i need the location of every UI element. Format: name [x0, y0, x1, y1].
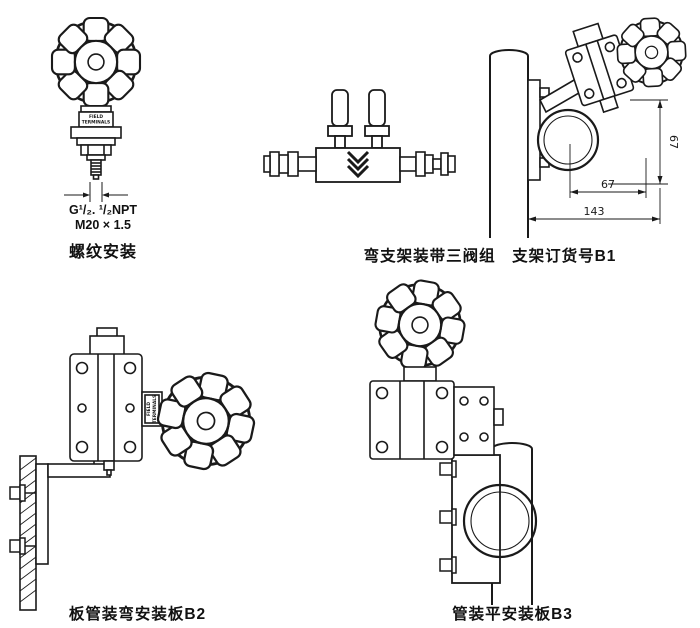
device-label-line1: FIELD — [146, 402, 152, 416]
bent-mounting-bracket — [35, 457, 111, 565]
device-label-line2: TERMINALS — [152, 395, 158, 423]
thread-spec-line2: M20 × 1.5 — [75, 218, 131, 232]
mounting-pipe — [489, 49, 529, 238]
thread-spec-line1: G¹/₂. ¹/₂NPT — [68, 203, 138, 217]
flat-mounting-plate — [451, 454, 538, 584]
figure-b3-flat-plate — [367, 272, 538, 605]
transmitter-housing-cap — [50, 16, 142, 108]
figure-b2-bent-plate: FIELD TERMINALS — [9, 327, 264, 611]
transmitter — [367, 272, 504, 460]
thread-dimension-arrows — [83, 192, 109, 198]
transmitter — [69, 327, 264, 479]
caption-b3-plate: 管装平安装板B3 — [452, 606, 573, 623]
device-label-line1: FIELD — [89, 114, 103, 120]
caption-b1-bracket: 弯支架装带三阀组 支架订货号B1 — [363, 248, 617, 265]
dimension-arrows — [528, 100, 663, 222]
wall-bolts — [9, 484, 36, 555]
figure-b1-pipe-bracket: 67 67 143 — [489, 15, 689, 238]
process-fittings-right — [399, 151, 456, 177]
caption-b2-plate: 板管装弯安装板B2 — [68, 606, 207, 623]
dimension-lines — [528, 99, 668, 224]
valve-handles — [327, 89, 390, 149]
transmitter — [564, 15, 689, 114]
thread-dimension-lines — [64, 182, 128, 202]
dim-label-total-143: 143 — [584, 205, 605, 218]
dim-label-width-67: 67 — [601, 178, 615, 191]
dim-label-height-67: 67 — [667, 135, 680, 149]
figure-three-valve-manifold — [263, 89, 456, 183]
device-label-line2: TERMINALS — [82, 120, 110, 126]
manifold-body — [315, 147, 401, 183]
transmitter-threaded-body — [70, 105, 122, 180]
caption-threaded-mount: 螺纹安装 — [68, 244, 137, 261]
u-bolt-fasteners — [439, 460, 457, 574]
wall-plate — [19, 455, 37, 611]
process-fittings-left — [263, 151, 317, 177]
figure-threaded-transmitter: FIELD TERMINALS — [50, 16, 142, 202]
